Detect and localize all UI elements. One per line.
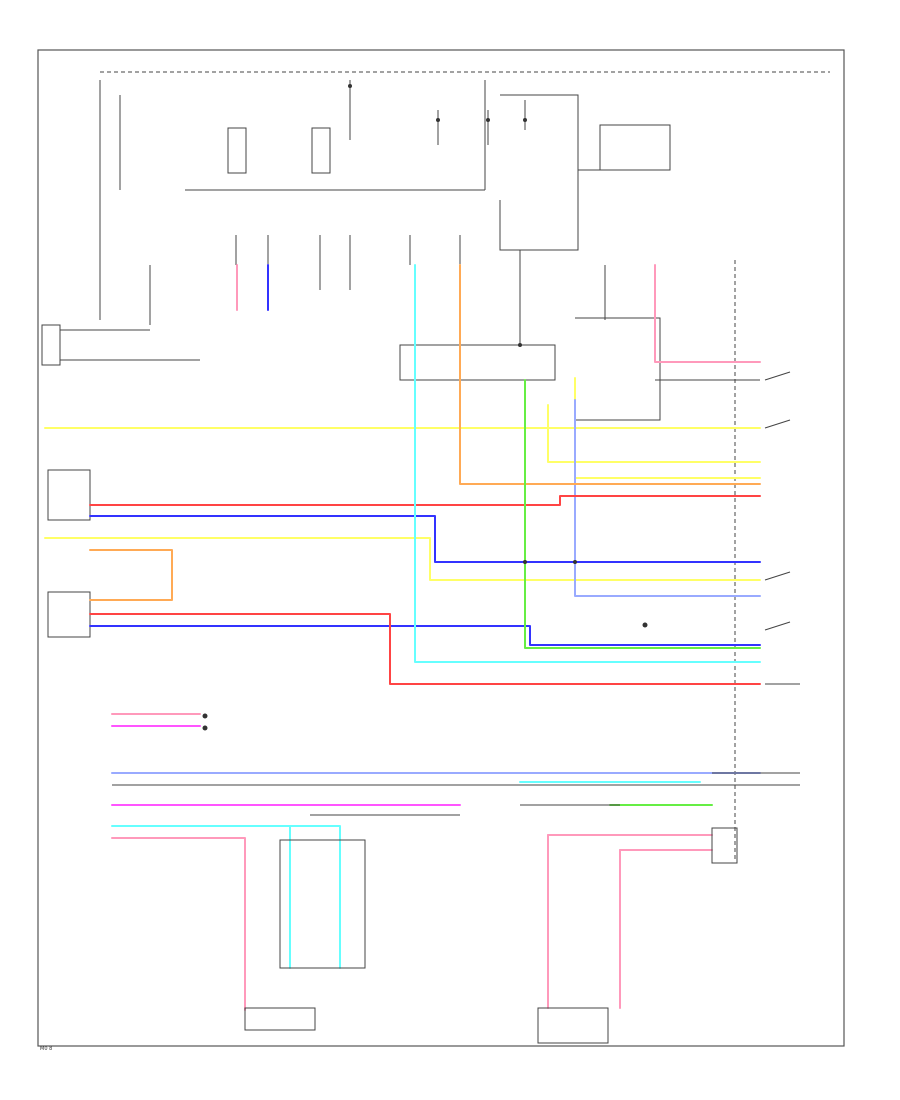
- connector-pins-top: [149, 235, 606, 345]
- wire-blue-1: [89, 515, 761, 563]
- wire-green-1: [524, 379, 761, 649]
- footer-code: M0 8: [40, 1046, 52, 1052]
- wire-yellow-2: [44, 537, 761, 581]
- fuse-relay-box: [99, 80, 671, 320]
- wire-orange-2: [459, 264, 761, 485]
- bottom-wiring: [112, 772, 800, 1044]
- wire-lblue-1: [574, 399, 761, 597]
- diagram-frame: [37, 49, 845, 1047]
- central-module: [399, 344, 556, 381]
- wire-blue-2: [89, 625, 761, 646]
- left-connectors: [41, 324, 200, 638]
- wire-pink-4: [111, 837, 246, 1011]
- wire-red-2: [89, 613, 761, 685]
- wire-yellow-3: [547, 404, 761, 463]
- wire-red-1: [89, 495, 761, 506]
- junction-dots: [202, 84, 648, 731]
- wire-orange-1: [89, 549, 173, 601]
- wire-cyan-1: [414, 264, 761, 663]
- wire-cyan-2: [111, 825, 291, 969]
- switch-symbols: [655, 371, 800, 685]
- wire-pink-2: [654, 264, 761, 363]
- wire-cyan-3: [239, 825, 341, 969]
- relay-block: [575, 317, 661, 421]
